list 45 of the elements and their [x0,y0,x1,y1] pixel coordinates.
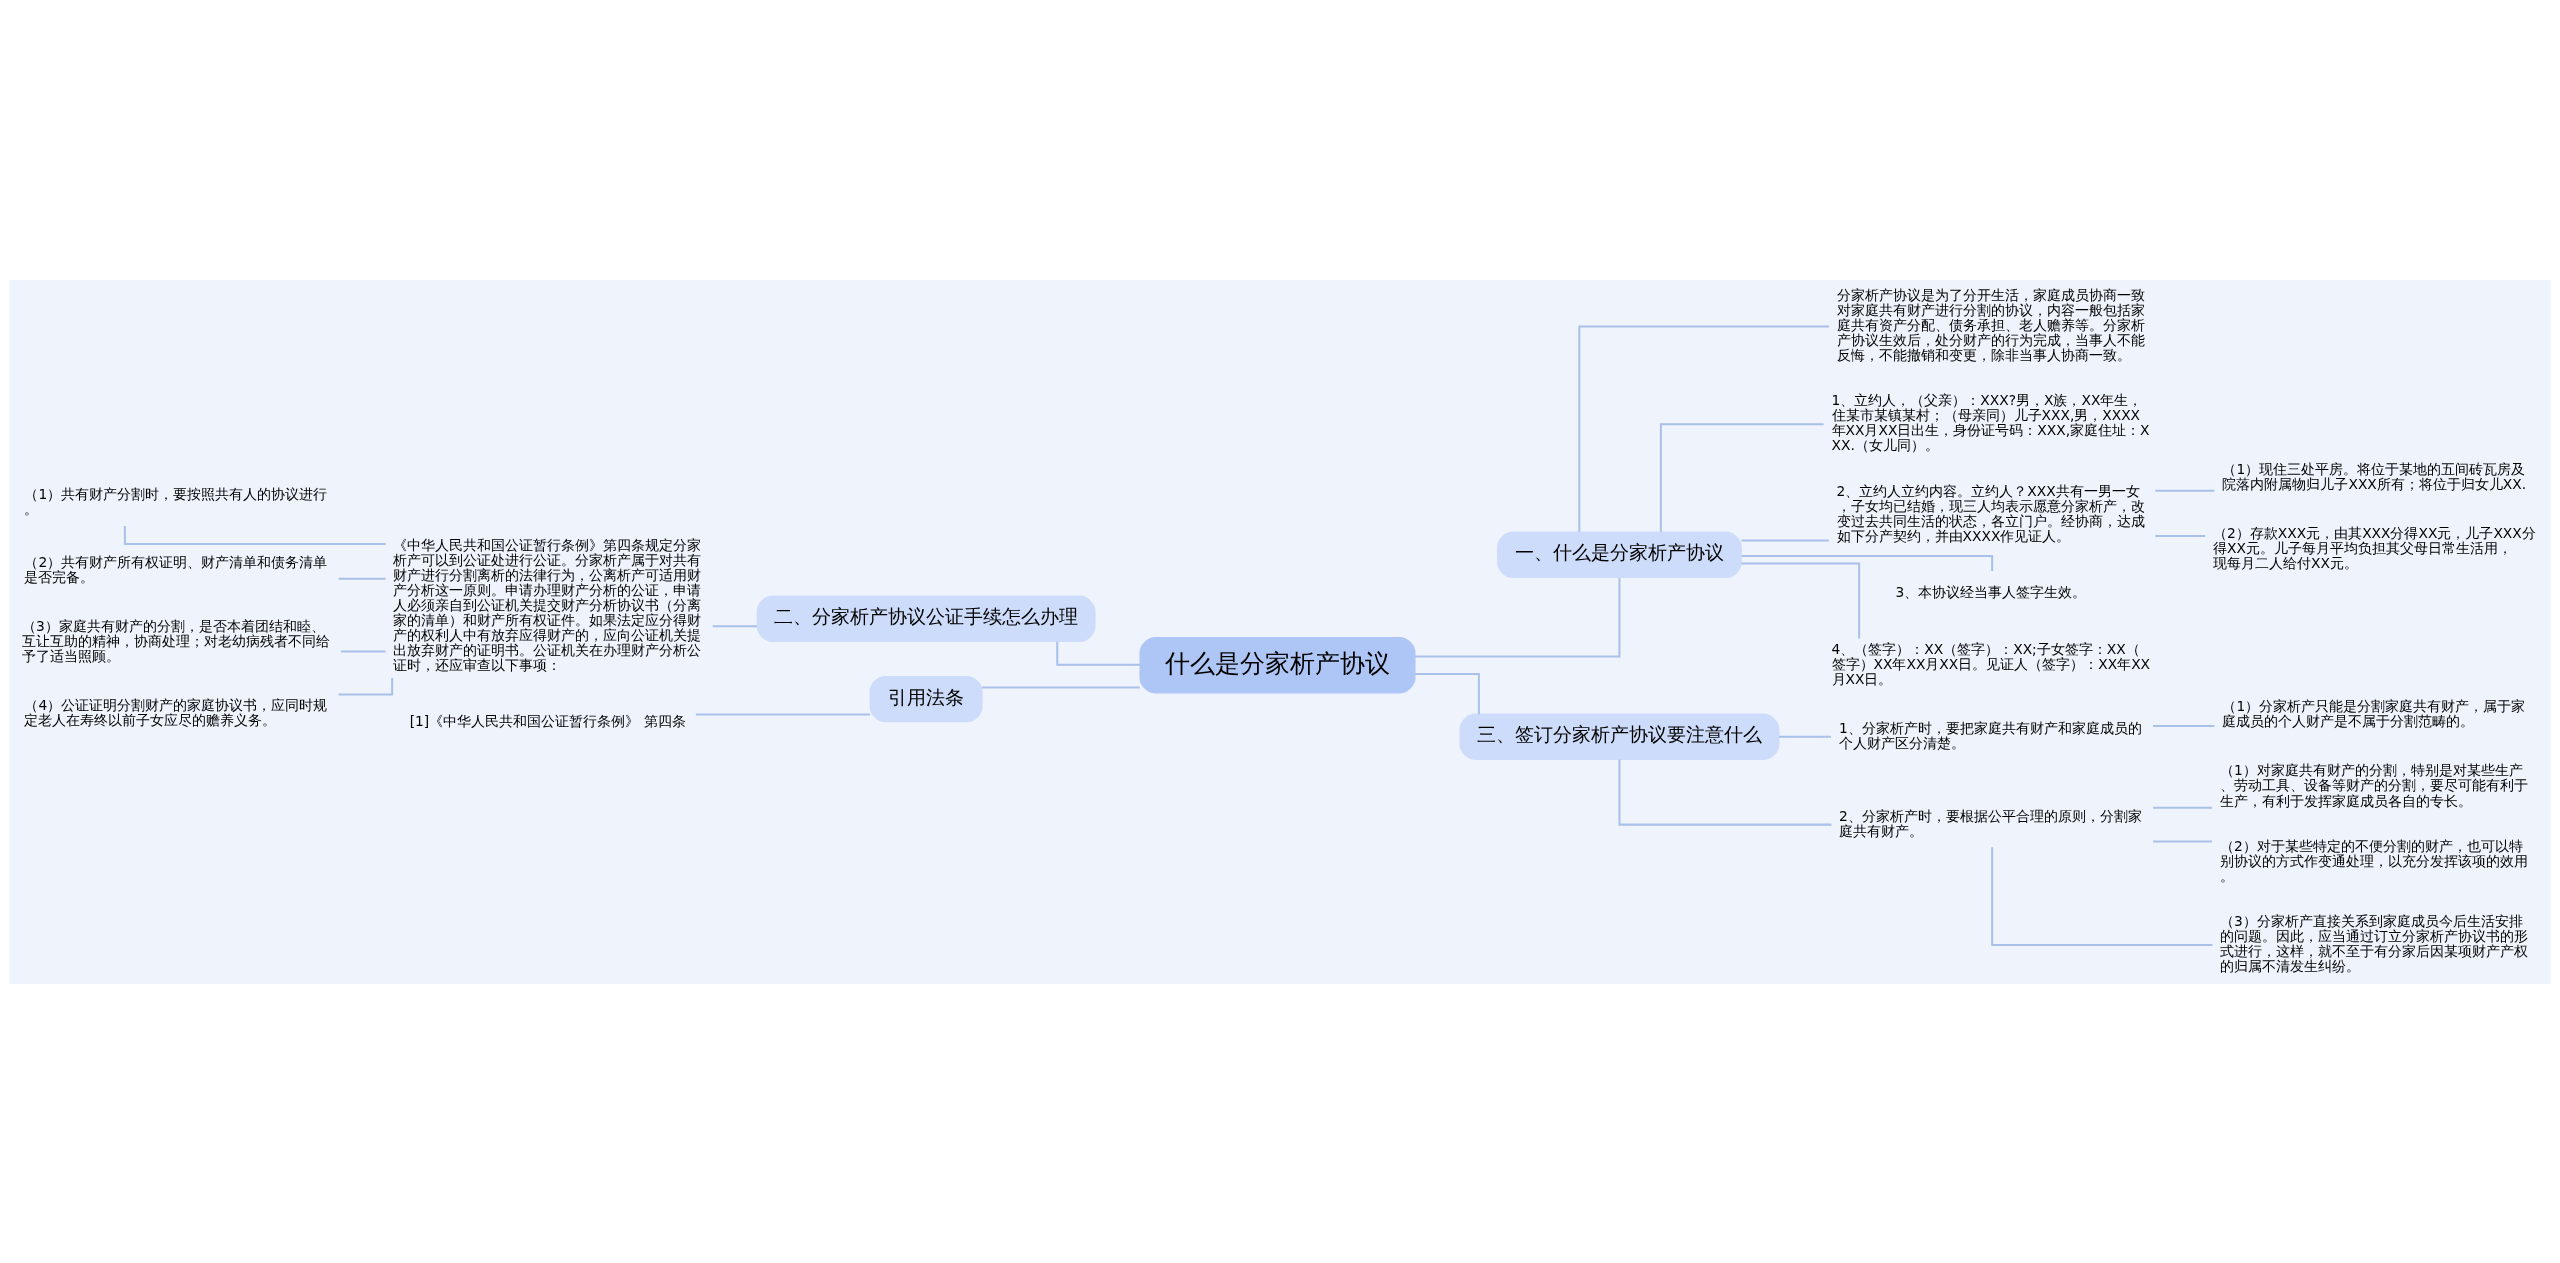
node-text: （2）对于某些特定的不便分割的财产，也可以特别协议的方式作变通处理，以充分发挥该项的效用。 [2219,837,2528,884]
node-text: 3、本协议经当事人签字生效。 [1895,583,2087,600]
node-text: [1]《中华人民共和国公证暂行条例》 第四条 [409,712,686,729]
connector [1659,422,1824,532]
node-box: 一、什么是分家析产协议 [1497,531,1742,578]
node-text: （3）家庭共有财产的分割，是否本着团结和睦、互让互助的精神，协商处理；对老幼病残者不同给予了适当照顾。 [21,617,330,664]
node-text: 《中华人民共和国公证暂行条例》第四条规定分家析产可以到公证处进行公证。分家析产属于对共有财产进行分割离析的法律行为，公离析产可适用财产分析这一原则。申请办理财产分析的公证，申请人必须亲自到公证机关提交财产分析协议书（分离家的清单）和财产所有权证件。如果法定应分得财产的权利人中有放弃应得财产的，应向公证机关提出放弃财产的证明书。公证机关在办理财产分析公证时，还应审查以下事项： [393,536,702,673]
node-text: （1）分家析产只能是分割家庭共有财产，属于家庭成员的个人财产是不属于分割范畴的。 [2222,697,2526,729]
connector [695,713,871,716]
connector [1056,641,1140,666]
connector [1741,562,1861,639]
node-text: 1、分家析产时，要把家庭共有财产和家庭成员的个人财产区分清楚。 [1839,719,2142,751]
connector [1991,846,2213,946]
node-text: （2）存款XXX元，由其XXX分得XX元，儿子XXX分得XX元。儿子每月平均负担其父母日常生活用，现每月二人给付XX元。 [2213,524,2536,571]
node-text: 2、立约人立约内容。立约人？XXX共有一男一女，子女均已结婚，现三人均表示愿意分家析产，改变过去共同生活的状态，各立门户。经协商，达成如下分产契约，并由XXXX作见证人。 [1836,482,2145,544]
node-text: （4）公证证明分割财产的家庭协议书，应同时规定老人在寿终以前子女应尽的赡养义务。 [24,696,328,728]
connector [1415,672,1480,714]
connector [338,677,394,696]
node-text: 2、分家析产时，要根据公平合理的原则，分割家庭共有财产。 [1839,807,2142,839]
connector [2155,489,2215,492]
connector [1741,538,1829,541]
node-text: 1、立约人，（父亲）：XXX?男，X族，XX年生，住某市某镇某村；（母亲同）儿子XXX,男，XXXX年XX月XX日出生，身份证号码：XXX,家庭住址：XXX.（女儿同）。 [1831,391,2150,453]
connector [2153,724,2215,727]
connector [2155,534,2206,537]
node-box: 二、分家析产协议公证手续怎么办理 [756,595,1096,642]
node-text: （1）共有财产分割时，要按照共有人的协议进行。 [24,485,328,517]
connector [1779,735,1832,738]
node-text: 4、（签字）：XX（签字）：XX;子女签字：XX（签字）XX年XX月XX日。见证人（签字）：XX年XX月XX日。 [1831,640,2151,687]
node-text: 分家析产协议是为了分开生活，家庭成员协商一致对家庭共有财产进行分割的协议，内容一般包括家庭共有资产分配、债务承担、老人赡养等。分家析产协议生效后，处分财产的行为完成，当事人不能反悔，不能撤销和变更，除非当事人协商一致。 [1836,286,2145,363]
connector [982,685,1140,688]
connector [1578,324,1829,532]
connector [2153,806,2212,809]
node-text: （1）现住三处平房。将位于某地的五间砖瓦房及院落内附属物归儿子XXX所有；将位于归女儿XX. [2222,460,2527,492]
node-text: （1）对家庭共有财产的分割，特别是对某些生产、劳动工具、设备等财产的分割，要尽可能有利于生产，有利于发挥家庭成员各自的专长。 [2219,761,2528,809]
connector [712,624,757,627]
node-text: （3）分家析产直接关系到家庭成员今后生活安排的问题。因此，应当通过订立分家析产协议书的形式进行，这样，就不至于有分家后因某项财产产权的归属不清发生纠纷。 [2219,912,2528,974]
connector [341,649,386,652]
node-box: 引用法条 [869,675,983,722]
connector [2153,840,2212,843]
node-box: 什么是分家析产协议 [1139,636,1416,693]
connector [1415,577,1621,657]
connector [1618,758,1832,826]
connector [338,577,386,580]
node-text: （2）共有财产所有权证明、财产清单和债务清单是否完备。 [24,553,328,585]
node-box: 三、签订分家析产协议要注意什么 [1459,713,1780,760]
